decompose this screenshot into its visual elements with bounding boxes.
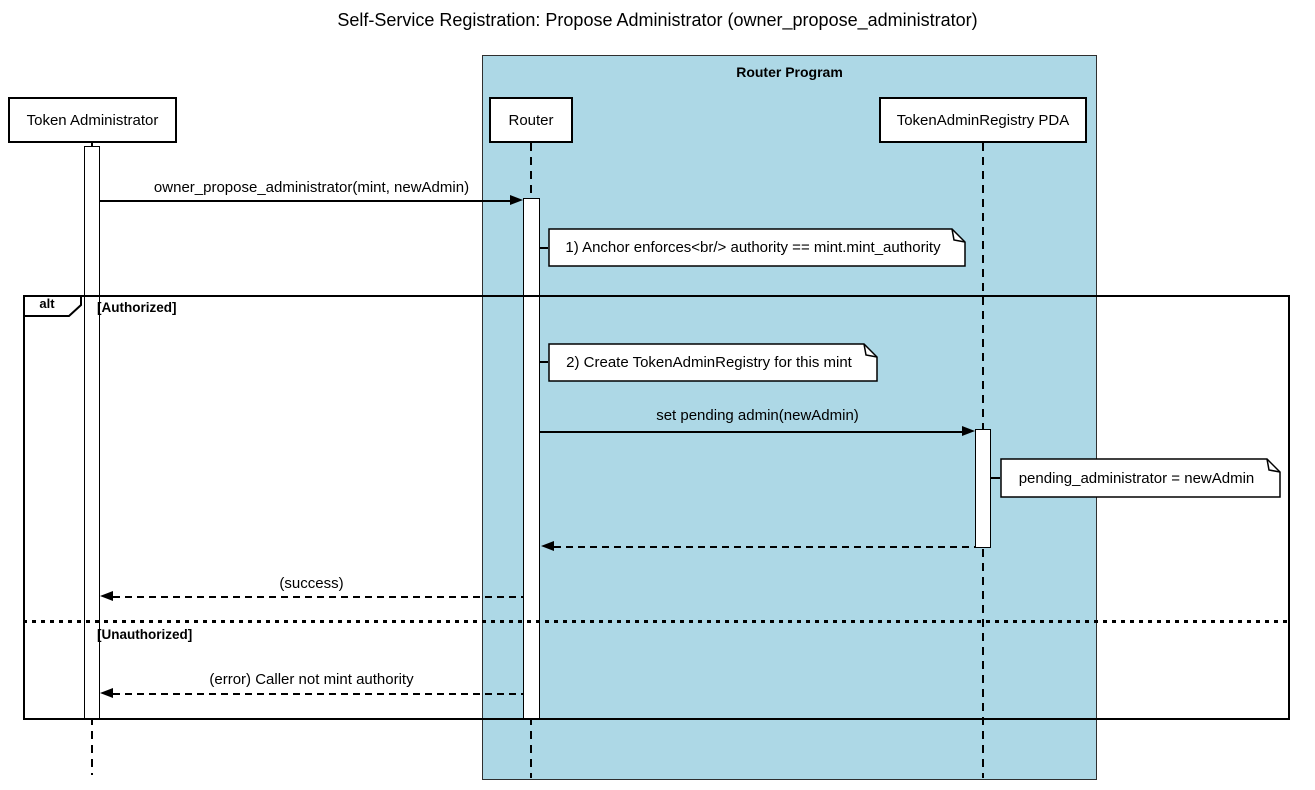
note-text: pending_administrator = newAdmin [1018,469,1255,487]
activation-bar-registry-pda [975,429,991,548]
message-line-pda-return [554,546,975,548]
message-label-success: (success) [279,575,344,592]
message-label-propose: owner_propose_administrator(mint, newAdm… [153,179,470,196]
note-connector [991,477,1000,479]
note-create-registry: 2) Create TokenAdminRegistry for this mi… [548,343,878,382]
alt-divider [23,620,1290,623]
note-fold-icon [863,343,878,358]
participant-token-administrator: Token Administrator [8,97,177,143]
note-shape [1000,458,1281,498]
message-line-success [113,596,523,598]
arrowhead-left-icon [100,688,113,698]
message-label-error: (error) Caller not mint authority [209,671,414,688]
group-label: Router Program [736,64,843,80]
alt-frame [23,295,1290,720]
alt-condition-unauthorized: [Unauthorized] [97,627,193,642]
alt-operator-label: alt [39,296,55,311]
arrowhead-right-icon [510,195,523,205]
alt-condition-authorized: [Authorized] [97,300,177,315]
note-fold-icon [951,228,966,243]
participant-label: Router [508,111,554,129]
participant-label: Token Administrator [26,111,159,129]
arrowhead-right-icon [962,426,975,436]
message-line-error [113,693,523,695]
note-shape [548,343,878,382]
note-connector [540,361,548,363]
alt-operator-shape [23,295,82,317]
group-box-router-program [482,55,1097,780]
note-text: 2) Create TokenAdminRegistry for this mi… [566,354,852,371]
note-text: 1) Anchor enforces<br/> authority == min… [565,239,941,256]
note-pending-admin: pending_administrator = newAdmin [1000,458,1281,498]
message-line-set-pending [540,431,963,433]
note-connector [540,247,548,249]
note-anchor-enforces: 1) Anchor enforces<br/> authority == min… [548,228,966,267]
alt-operator: alt [23,295,82,317]
diagram-title: Self-Service Registration: Propose Admin… [337,10,978,30]
arrowhead-left-icon [100,591,113,601]
participant-registry-pda: TokenAdminRegistry PDA [879,97,1087,143]
participant-router: Router [489,97,573,143]
note-shape [548,228,966,267]
message-line-propose [100,200,511,202]
note-fold-icon [1266,458,1281,473]
message-label-set-pending: set pending admin(newAdmin) [656,407,859,424]
arrowhead-left-icon [541,541,554,551]
participant-label: TokenAdminRegistry PDA [896,111,1070,129]
